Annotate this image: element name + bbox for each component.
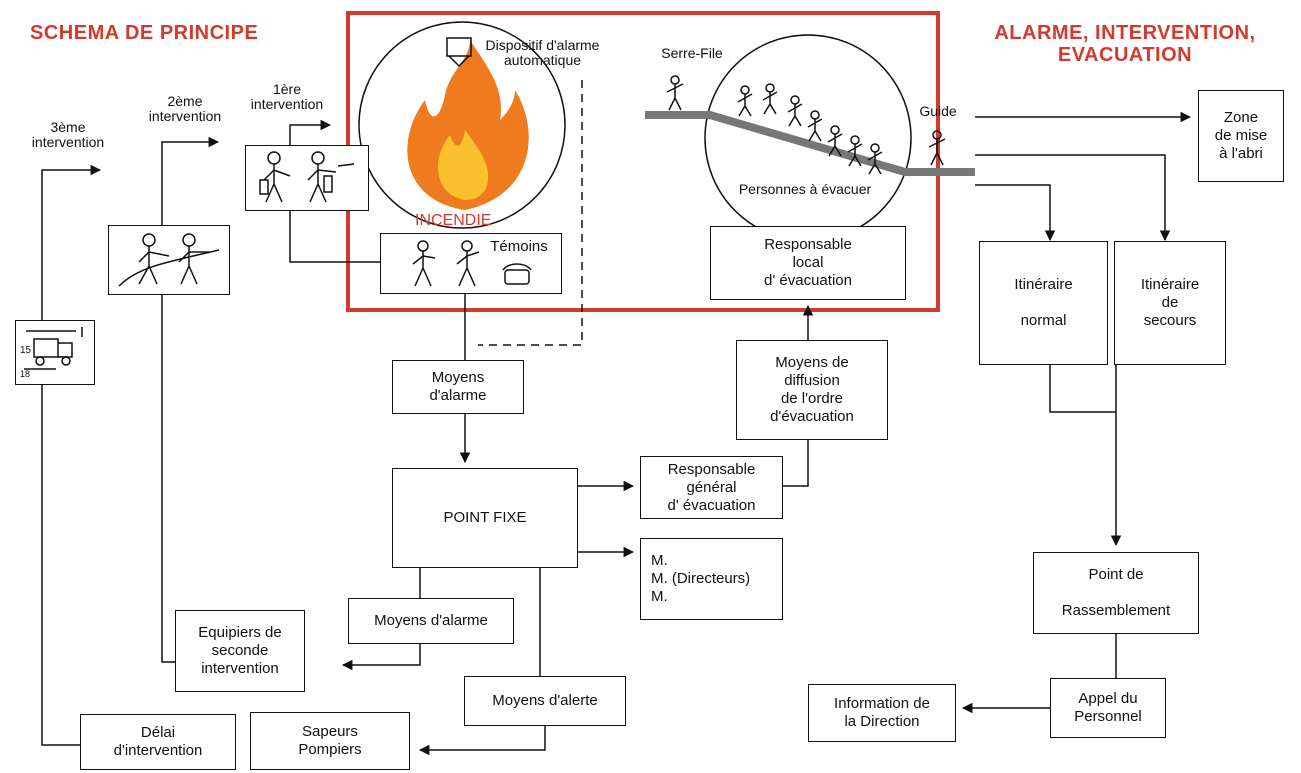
hose-team-icon xyxy=(108,225,230,295)
third-intervention-label: 3ème intervention xyxy=(31,119,105,150)
moyens-alerte-box: Moyens d'alerte xyxy=(464,676,626,726)
alarm-bell-icon xyxy=(446,37,472,68)
fire-truck-icon: 15 18 xyxy=(15,320,95,385)
directeurs-box: M. M. (Directeurs) M. xyxy=(640,538,783,620)
temoins-label: Témoins xyxy=(490,238,548,255)
moyens-diffusion-box: Moyens de diffusion de l'ordre d'évacuat… xyxy=(736,340,888,440)
extinguisher-people-icon xyxy=(245,145,369,211)
telephone-icon xyxy=(502,263,532,285)
point-rassemblement-box: Point de Rassemblement xyxy=(1033,552,1199,634)
information-direction-box: Information de la Direction xyxy=(808,684,956,742)
appel-personnel-box: Appel du Personnel xyxy=(1050,678,1166,738)
temoins-box: Témoins xyxy=(380,233,562,294)
title-right: ALARME, INTERVENTION, EVACUATION xyxy=(994,22,1256,66)
flame-icon xyxy=(407,40,529,210)
moyens-alarme-top-box: Moyens d'alarme xyxy=(392,360,524,414)
responsable-local-box: Responsable local d' évacuation xyxy=(710,226,906,300)
equipiers-box: Equipiers de seconde intervention xyxy=(175,610,305,692)
automatic-alarm-label: Dispositif d'alarme automatique xyxy=(485,37,600,68)
moyens-alarme-bottom-box: Moyens d'alarme xyxy=(348,598,514,644)
svg-text:18: 18 xyxy=(20,369,30,379)
sapeurs-pompiers-box: Sapeurs Pompiers xyxy=(250,712,410,770)
point-fixe-box: POINT FIXE xyxy=(392,468,578,568)
itineraire-secours-box: Itinéraire de secours xyxy=(1114,241,1226,365)
fire-label: INCENDIE xyxy=(415,212,491,229)
title-left: SCHEMA DE PRINCIPE xyxy=(30,22,259,44)
walking-people-icon xyxy=(666,75,946,175)
first-intervention-label: 1ère intervention xyxy=(250,81,324,112)
zone-abri-box: Zone de mise à l'abri xyxy=(1198,90,1284,182)
serre-file-label: Serre-File xyxy=(661,45,723,61)
second-intervention-label: 2ème intervention xyxy=(148,93,222,124)
svg-text:15: 15 xyxy=(20,345,32,356)
responsable-general-box: Responsable général d' évacuation xyxy=(640,456,783,519)
itineraire-normal-box: Itinéraire normal xyxy=(979,241,1108,365)
delai-intervention-box: Délai d'intervention xyxy=(80,714,236,770)
persons-to-evacuate-label: Personnes à évacuer xyxy=(738,181,872,197)
guide-label: Guide xyxy=(919,103,957,119)
